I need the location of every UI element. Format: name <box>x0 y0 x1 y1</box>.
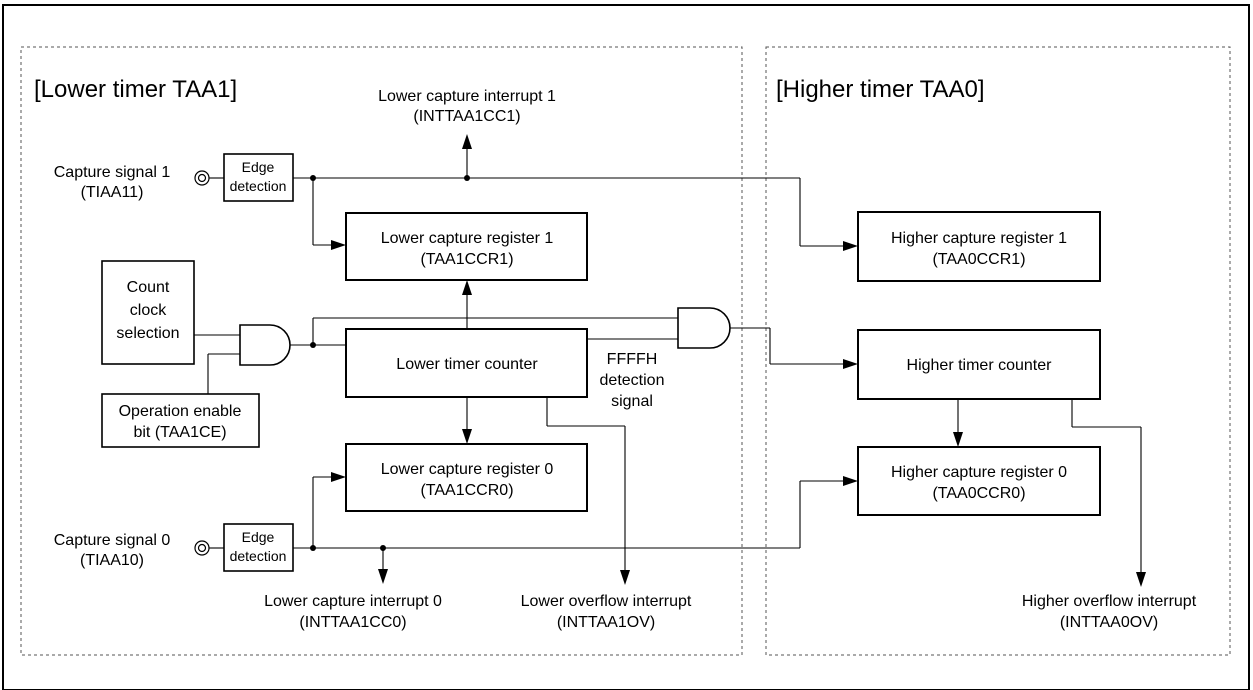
lower-timer-counter-label: Lower timer counter <box>396 356 538 373</box>
and-gate-2 <box>677 307 731 349</box>
higher-capture-register-1-label: Higher capture register 1 <box>891 230 1067 247</box>
capture-signal-0-pin: (TIAA10) <box>80 552 144 569</box>
operation-enable-line1: Operation enable <box>119 403 242 420</box>
count-clock-line2: clock <box>130 302 167 319</box>
lower-capture-register-0-label: Lower capture register 0 <box>381 461 554 478</box>
edge-detection-0-line1: Edge <box>242 529 275 545</box>
lower-capture-register-1-label: Lower capture register 1 <box>381 230 554 247</box>
edge-detection-1-line2: detection <box>230 178 287 194</box>
arrowhead <box>1136 572 1146 587</box>
higher-capture-register-0-box <box>857 446 1101 516</box>
lower-timer-title: [Lower timer TAA1] <box>34 76 237 103</box>
lower-overflow-interrupt-code: (INTTAA1OV) <box>557 614 655 631</box>
count-clock-line1: Count <box>127 279 170 296</box>
higher-capture-register-1-box <box>857 211 1101 282</box>
arrowhead <box>462 429 472 444</box>
higher-timer-counter-label: Higher timer counter <box>907 357 1053 374</box>
capture-signal-0-terminal-inner <box>197 543 207 553</box>
operation-enable-box <box>101 393 260 448</box>
lower-timer-counter-box <box>345 328 588 398</box>
arrowhead <box>843 359 858 369</box>
higher-timer-title: [Higher timer TAA0] <box>776 76 985 103</box>
count-clock-line3: selection <box>116 325 179 342</box>
higher-overflow-interrupt-code: (INTTAA0OV) <box>1060 614 1158 631</box>
higher-capture-register-0-label: Higher capture register 0 <box>891 464 1067 481</box>
higher-overflow-interrupt-label: Higher overflow interrupt <box>1022 593 1197 610</box>
capture-signal-1-label: Capture signal 1 <box>54 164 171 181</box>
higher-capture-register-1-code: (TAA0CCR1) <box>932 251 1025 268</box>
lower-capture-register-0-code: (TAA1CCR0) <box>420 482 513 499</box>
lower-capture-interrupt-1-label: Lower capture interrupt 1 <box>378 88 556 105</box>
edge-detection-0-box <box>223 523 294 572</box>
arrowhead <box>843 241 858 251</box>
lower-capture-register-1-code: (TAA1CCR1) <box>420 251 513 268</box>
outer-frame <box>2 4 1250 690</box>
lower-overflow-interrupt-label: Lower overflow interrupt <box>521 593 692 610</box>
ffffh-label-line1: FFFFH <box>607 351 658 368</box>
lower-timer-section <box>20 46 743 656</box>
capture-signal-1-terminal-inner <box>197 173 207 183</box>
ffffh-label-line3: signal <box>611 393 653 410</box>
operation-enable-line2: bit (TAA1CE) <box>133 424 226 441</box>
arrowhead <box>620 570 630 585</box>
higher-timer-section <box>765 46 1231 656</box>
higher-timer-counter-box <box>857 329 1101 400</box>
lower-capture-interrupt-0-code: (INTTAA1CC0) <box>299 614 406 631</box>
lower-capture-interrupt-1-code: (INTTAA1CC1) <box>413 108 520 125</box>
arrowhead <box>462 280 472 295</box>
lower-capture-interrupt-0-label: Lower capture interrupt 0 <box>264 593 442 610</box>
ffffh-label-line2: detection <box>600 372 665 389</box>
count-clock-selection-box <box>101 260 195 365</box>
arrowhead <box>331 240 346 250</box>
edge-detection-1-line1: Edge <box>242 159 275 175</box>
and-gate-1 <box>239 324 291 366</box>
arrowhead <box>378 569 388 584</box>
lower-capture-register-1-box <box>345 212 588 281</box>
capture-signal-0-label: Capture signal 0 <box>54 532 171 549</box>
capture-signal-1-pin: (TIAA11) <box>81 184 144 201</box>
arrowhead <box>331 472 346 482</box>
edge-detection-0-line2: detection <box>230 548 287 564</box>
arrowhead <box>843 476 858 486</box>
arrowhead <box>953 432 963 447</box>
higher-capture-register-0-code: (TAA0CCR0) <box>932 485 1025 502</box>
arrowhead <box>462 134 472 149</box>
lower-capture-register-0-box <box>345 443 588 512</box>
